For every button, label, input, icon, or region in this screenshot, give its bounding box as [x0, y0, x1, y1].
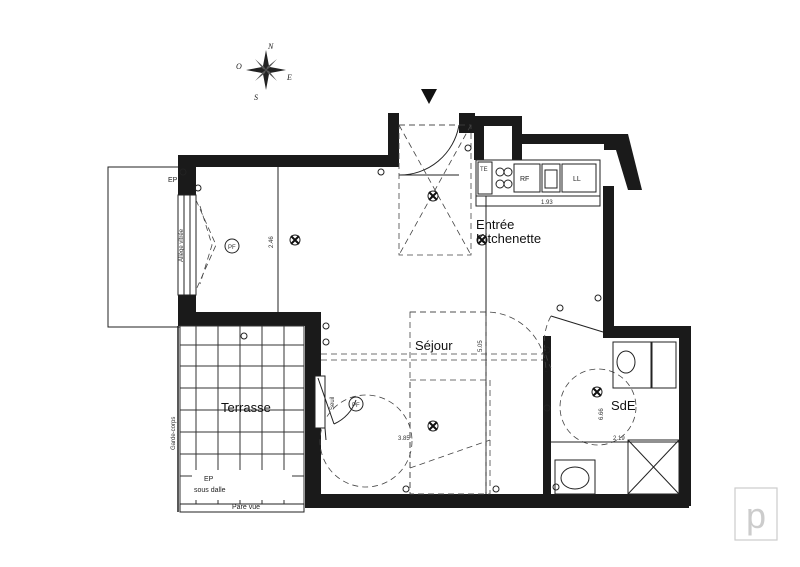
room-label-sde: SdE — [611, 398, 636, 413]
pare-vue-label: Pare vue — [232, 504, 260, 511]
compass-south: S — [254, 93, 258, 102]
compass-rose-icon: N S E O — [236, 42, 292, 102]
entry-arrow-icon — [421, 89, 437, 104]
sde-width-dimension: 2.19 — [613, 436, 625, 442]
ep-top-label: EP — [168, 177, 178, 184]
ep-bottom-label: EP — [204, 476, 214, 483]
room-label-entree: Entrée — [476, 217, 514, 232]
sde-door — [544, 315, 604, 369]
brand-logo-icon: p — [734, 487, 778, 541]
ceiling-light-icon — [591, 386, 603, 398]
outlet-icon — [194, 144, 602, 493]
refrigerator-label: RF — [520, 176, 529, 183]
terrace-grid — [177, 325, 305, 513]
allege-vitree-label: Allège vitrée — [179, 228, 185, 262]
sejour-width-dimension: 3.85 — [398, 436, 410, 442]
garde-corps-label: Garde-corps — [171, 417, 177, 450]
seuil-label: Seuil — [330, 397, 336, 410]
washing-machine-label: LL — [573, 176, 581, 183]
window-left — [177, 194, 217, 296]
sde-height-dimension: 6.66 — [599, 408, 605, 420]
terrace-door — [314, 375, 357, 429]
svg-text:PF: PF — [228, 245, 236, 251]
compass-east: E — [286, 73, 292, 82]
compass-north: N — [267, 42, 274, 51]
ceiling-light-icon — [427, 420, 439, 432]
sejour-furniture-outline — [320, 311, 547, 495]
room-label-terrasse: Terrasse — [221, 400, 271, 415]
kitchen-counter — [475, 159, 601, 207]
sejour-height-dimension: 5.05 — [478, 340, 484, 352]
tec-label: TE — [480, 167, 488, 173]
balcony-outline — [107, 166, 181, 328]
turning-circle-sejour — [319, 394, 413, 488]
sde-fixtures — [551, 341, 680, 495]
left-height-dimension: 2.46 — [269, 236, 275, 248]
drain-icon — [179, 168, 187, 176]
ceiling-light-icon — [289, 234, 301, 246]
compass-west: O — [236, 62, 242, 71]
walls — [178, 113, 691, 508]
room-label-sejour: Séjour — [415, 338, 453, 353]
svg-text:PF: PF — [352, 403, 360, 409]
pf-marker-left: PF — [224, 238, 240, 254]
pf-marker-right: PF — [348, 396, 364, 412]
turning-circle-sde — [559, 368, 637, 446]
room-label-kitchenette: Kitchenette — [476, 231, 541, 246]
entry-door — [398, 124, 472, 256]
svg-text:p: p — [746, 495, 766, 536]
ceiling-light-icon — [476, 234, 488, 246]
sous-dalle-label: sous dalle — [194, 487, 226, 494]
kitchen-width-dimension: 1.93 — [541, 200, 553, 206]
ceiling-light-icon — [427, 190, 439, 202]
